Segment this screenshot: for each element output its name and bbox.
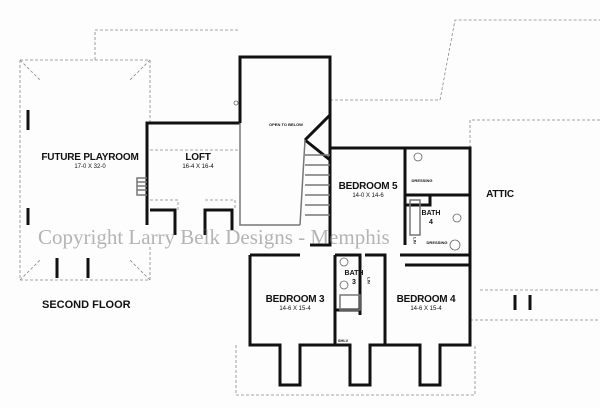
roof-outline xyxy=(19,19,600,396)
linen-closet-label: LIN xyxy=(412,237,418,244)
dressing-label-bedroom-5: DRESSING xyxy=(411,178,433,183)
floor-label: SECOND FLOOR xyxy=(42,299,131,311)
room-size-bedroom-3: 14-6 X 15-4 xyxy=(279,306,311,312)
dressing-label-bedroom-4: DRESSING xyxy=(426,240,448,245)
room-name-bath-4: BATH xyxy=(421,210,441,217)
walls xyxy=(26,55,532,387)
open-to-below-label: OPEN TO BELOW xyxy=(269,122,303,127)
room-size-loft: 16-4 X 16-4 xyxy=(182,164,214,170)
room-name-loft: LOFT xyxy=(185,152,211,163)
room-name-bedroom-5: BEDROOM 5 xyxy=(338,181,398,192)
room-name-bedroom-3: BEDROOM 3 xyxy=(265,294,325,305)
room-size-future-playroom: 17-0 X 32-0 xyxy=(74,164,106,170)
room-name-bath-3: BATH xyxy=(344,270,364,277)
room-number-bath-4: 4 xyxy=(429,219,433,226)
linen-closet-label-2: LIN xyxy=(366,277,372,284)
shelf-label: SHLV xyxy=(337,338,349,343)
room-number-bath-3: 3 xyxy=(352,279,356,286)
room-size-bedroom-5: 14-0 X 14-6 xyxy=(352,193,384,199)
room-name-bedroom-4: BEDROOM 4 xyxy=(396,294,456,305)
fixtures xyxy=(233,100,462,290)
room-size-bedroom-4: 14-6 X 15-4 xyxy=(410,306,442,312)
copyright-watermark: Copyright Larry Belk Designs - Memphis xyxy=(38,225,390,249)
stair-and-interior xyxy=(136,123,421,311)
room-name-future-playroom: FUTURE PLAYROOM xyxy=(41,152,139,163)
room-name-attic: ATTIC xyxy=(486,189,514,200)
